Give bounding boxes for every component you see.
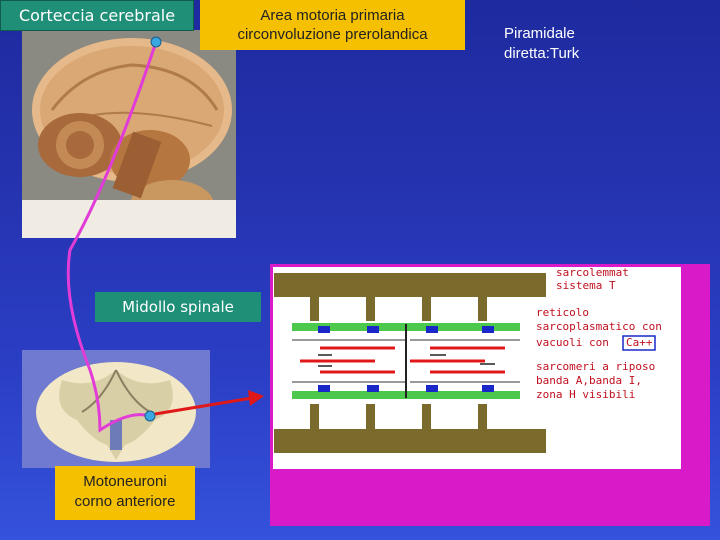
motor-area-label: Area motoria primaria circonvoluzione pr…	[200, 0, 465, 50]
annotation-calcium: Ca++	[626, 336, 653, 349]
motoneurons-label: Motoneuroni corno anteriore	[55, 466, 195, 520]
pyramidal-line1: Piramidale	[504, 25, 575, 42]
muscle-fiber-diagram: sarcolemmat sistema T reticolo sarcoplas…	[270, 264, 710, 526]
brain-section-image	[22, 30, 236, 238]
motoneurons-line2: corno anteriore	[74, 493, 176, 510]
cortex-label: Corteccia cerebrale	[0, 0, 194, 31]
spinal-cord-section-image	[22, 350, 210, 468]
annotation-sarcolemma: sarcolemmat	[556, 266, 629, 279]
pyramidal-line2: diretta:Turk	[504, 45, 580, 62]
annotation-sarcomeres: sarcomeri a riposo	[536, 360, 655, 373]
annotation-reticulum: reticolo	[536, 306, 589, 319]
annotation-t-system: sistema T	[556, 279, 616, 292]
annotation-h-zone: zona H visibili	[536, 388, 635, 401]
annotation-sarcoplasmic: sarcoplasmatico con	[536, 320, 662, 333]
motor-area-line1: Area motoria primaria	[260, 7, 405, 24]
efferent-arrow-head	[248, 390, 264, 406]
motor-area-line2: circonvoluzione prerolandica	[237, 26, 428, 43]
pyramidal-label: Piramidale diretta:Turk	[504, 24, 684, 64]
annotation-vacuoles: vacuoli con	[536, 336, 609, 349]
annotation-bands: banda A,banda I,	[536, 374, 642, 387]
spinal-cord-label: Midollo spinale	[95, 292, 261, 322]
motoneurons-line1: Motoneuroni	[83, 473, 167, 490]
